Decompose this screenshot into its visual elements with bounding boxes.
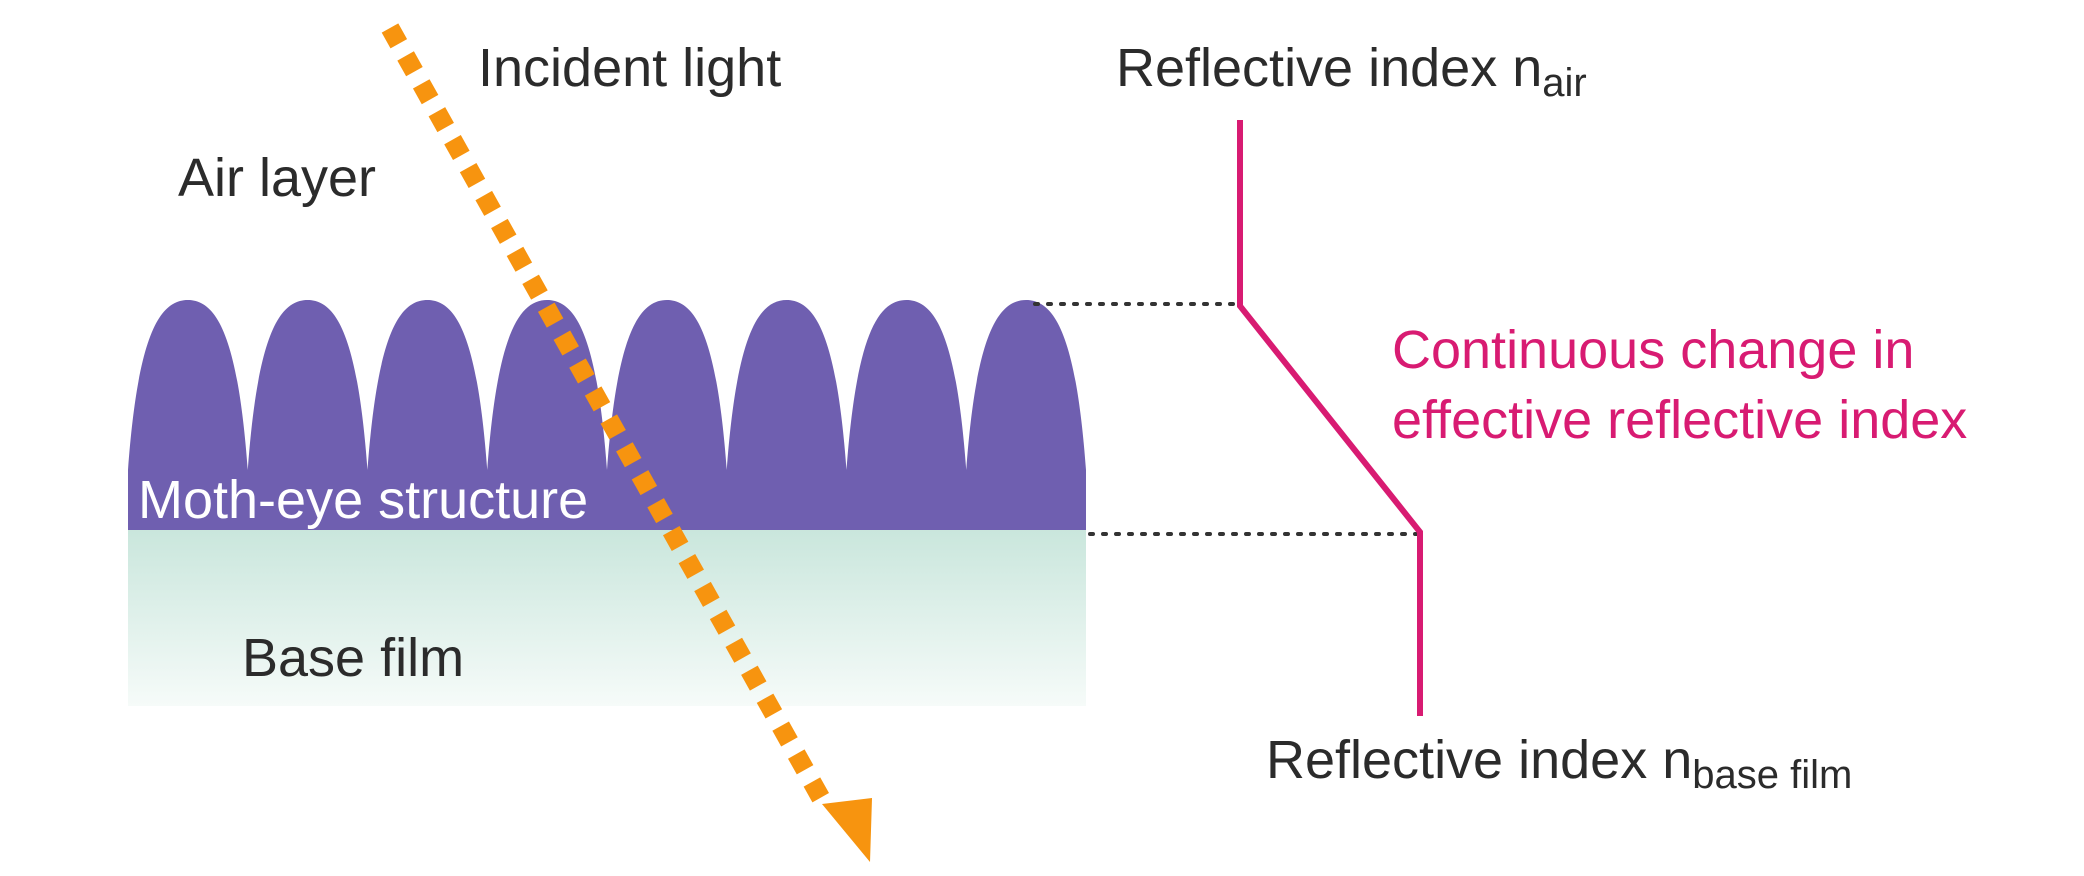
index-air-label: Reflective index nair [1116,38,1587,105]
moth-eye-label: Moth-eye structure [138,470,588,530]
index-base-subscript: base film [1692,753,1852,797]
index-air-main: Reflective index n [1116,38,1542,98]
index-base-main: Reflective index n [1266,730,1692,790]
index-air-subscript: air [1542,61,1586,105]
index-base-label: Reflective index nbase film [1266,730,1852,797]
continuous-line-2: effective reflective index [1392,390,1967,450]
moth-eye-bumps [128,300,1086,530]
incident-light-arrow [381,23,831,805]
index-profile-line [1237,120,1423,716]
continuous-change-label: Continuous change in effective reflectiv… [1392,320,1967,450]
air-layer-label: Air layer [178,148,376,208]
continuous-line-1: Continuous change in [1392,320,1914,380]
moth-eye-structure [128,300,1086,530]
incident-light-label: Incident light [478,38,781,98]
base-film-layer [128,528,1086,706]
base-film-label: Base film [242,628,464,688]
triangle-arrowhead-icon [822,798,872,862]
